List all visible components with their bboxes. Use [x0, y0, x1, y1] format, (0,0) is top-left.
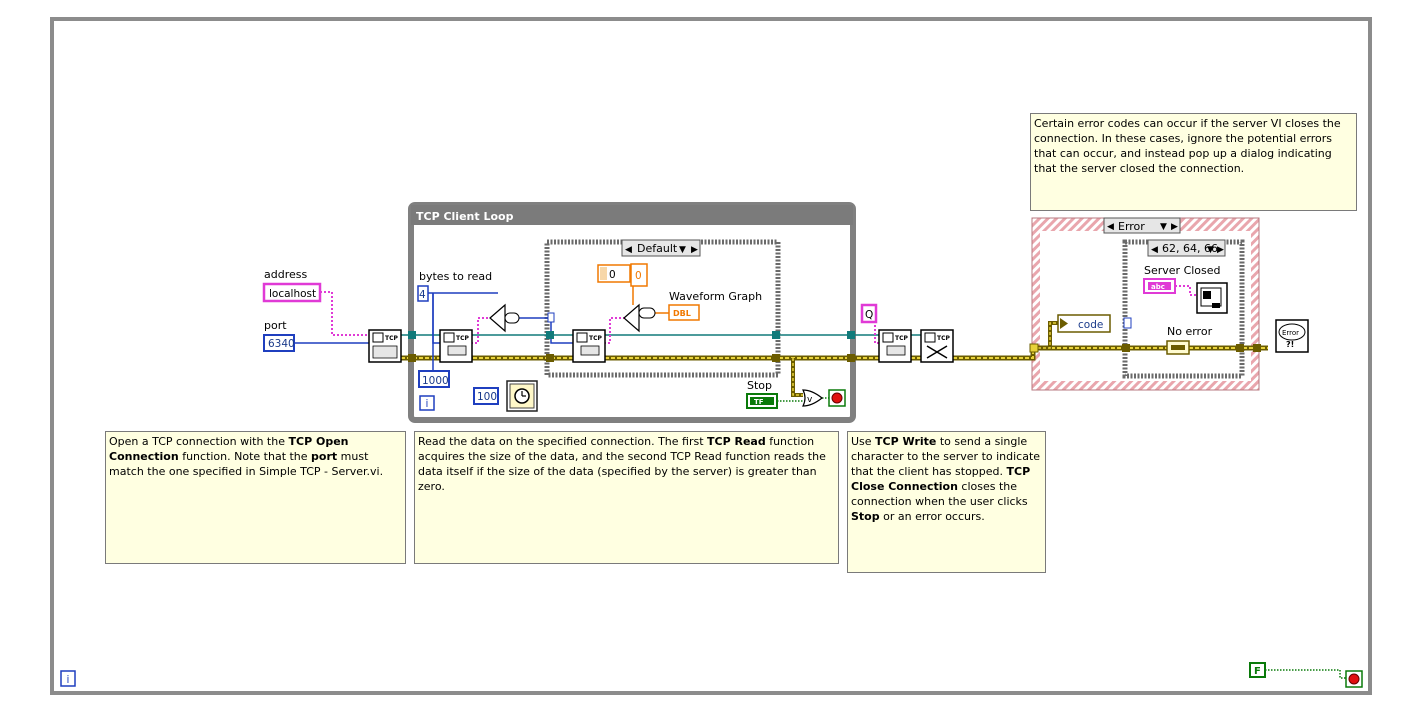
timeout-constant[interactable]: 1000 — [418, 370, 450, 388]
type-cast-icon[interactable] — [489, 303, 520, 333]
bytes-to-read-label: bytes to read — [419, 270, 492, 283]
svg-text:TCP: TCP — [385, 335, 398, 342]
case-selector-default: Default — [637, 242, 678, 255]
false-constant[interactable]: F — [1249, 662, 1266, 678]
svg-text:0: 0 — [635, 270, 642, 282]
svg-text:▼: ▼ — [1160, 222, 1167, 232]
svg-text:Q: Q — [865, 309, 873, 321]
loop-condition-terminal[interactable] — [828, 389, 846, 407]
svg-text:TCP: TCP — [937, 335, 950, 342]
svg-text:code: code — [1078, 319, 1103, 331]
zero-array-constant[interactable]: 0 — [597, 264, 631, 283]
svg-text:▼: ▼ — [1207, 245, 1214, 255]
svg-text:▶: ▶ — [1171, 222, 1178, 232]
svg-text:0: 0 — [609, 269, 616, 281]
string-wires — [320, 285, 1198, 344]
svg-text:i: i — [426, 398, 429, 410]
svg-text:Error: Error — [1282, 329, 1299, 337]
svg-text:F: F — [1254, 666, 1261, 677]
index-zero-constant[interactable]: 0 — [630, 263, 648, 287]
q-string-constant[interactable]: Q — [860, 303, 878, 324]
case-selector-codes: 62, 64, 66 — [1162, 242, 1218, 255]
svg-text:100: 100 — [477, 391, 497, 403]
tcp-read-size-icon[interactable]: TCP — [439, 329, 473, 363]
wait-ms-constant[interactable]: 100 — [473, 387, 499, 405]
svg-text:◀: ◀ — [625, 245, 632, 255]
comment-open-connection: Open a TCP connection with the TCP Open … — [105, 431, 406, 564]
tcp-open-connection-icon[interactable]: TCP — [368, 329, 402, 363]
svg-text:TCP: TCP — [895, 335, 908, 342]
server-closed-label: Server Closed — [1144, 264, 1221, 277]
tunnels — [408, 312, 1261, 362]
svg-text:▼: ▼ — [679, 245, 686, 255]
simple-error-handler-icon[interactable]: Error ?! — [1275, 319, 1309, 353]
case-selector-error: Error — [1118, 220, 1145, 233]
bytes-constant[interactable]: 4 — [417, 285, 429, 302]
address-label: address — [264, 268, 307, 281]
svg-text:abc: abc — [1151, 283, 1165, 291]
svg-text:i: i — [67, 674, 70, 686]
svg-text:v: v — [807, 395, 813, 405]
comment-read-data: Read the data on the specified connectio… — [414, 431, 839, 564]
unbundle-code-node[interactable]: code — [1057, 314, 1111, 333]
svg-text:1000: 1000 — [422, 375, 449, 387]
svg-text:TCP: TCP — [589, 335, 602, 342]
svg-text:DBL: DBL — [673, 309, 691, 318]
server-closed-constant[interactable]: abc — [1143, 278, 1176, 294]
svg-text:▶: ▶ — [1217, 245, 1224, 255]
tcp-write-icon[interactable]: TCP — [878, 329, 912, 363]
stop-label: Stop — [747, 379, 772, 392]
one-button-dialog-icon[interactable] — [1196, 282, 1228, 314]
no-error-label: No error — [1167, 325, 1213, 338]
waveform-graph-label: Waveform Graph — [669, 290, 762, 303]
integer-wires — [294, 292, 1128, 374]
svg-text:◀: ◀ — [1107, 222, 1114, 232]
port-constant[interactable]: 6340 — [263, 334, 295, 352]
svg-text:◀: ◀ — [1151, 245, 1158, 255]
index-array-icon[interactable] — [623, 303, 656, 333]
svg-text:TCP: TCP — [456, 335, 469, 342]
loop-iteration-terminal: i — [419, 395, 435, 411]
svg-text:▶: ▶ — [691, 245, 698, 255]
svg-text:localhost: localhost — [269, 288, 316, 300]
no-error-constant[interactable] — [1166, 340, 1190, 355]
svg-text:6340: 6340 — [268, 338, 295, 350]
tcp-read-data-icon[interactable]: TCP — [572, 329, 606, 363]
comment-error-codes: Certain error codes can occur if the ser… — [1030, 113, 1357, 211]
wait-ms-icon[interactable] — [506, 380, 538, 412]
outer-loop-condition-terminal[interactable] — [1345, 670, 1363, 688]
waveform-graph-terminal[interactable]: DBL — [668, 304, 700, 321]
tcp-close-connection-icon[interactable]: TCP — [920, 329, 954, 363]
address-constant[interactable]: localhost — [262, 282, 322, 303]
outer-loop-frame — [50, 17, 1372, 695]
svg-text:?!: ?! — [1286, 340, 1294, 349]
outer-iteration-terminal[interactable]: i — [60, 670, 76, 687]
stop-terminal[interactable]: TF — [746, 393, 778, 409]
loop-title: TCP Client Loop — [416, 210, 514, 223]
port-label: port — [264, 319, 287, 332]
comment-write-close: Use TCP Write to send a single character… — [847, 431, 1046, 573]
or-function-icon[interactable]: v — [802, 389, 823, 407]
svg-text:4: 4 — [419, 289, 426, 301]
svg-text:TF: TF — [754, 398, 764, 406]
